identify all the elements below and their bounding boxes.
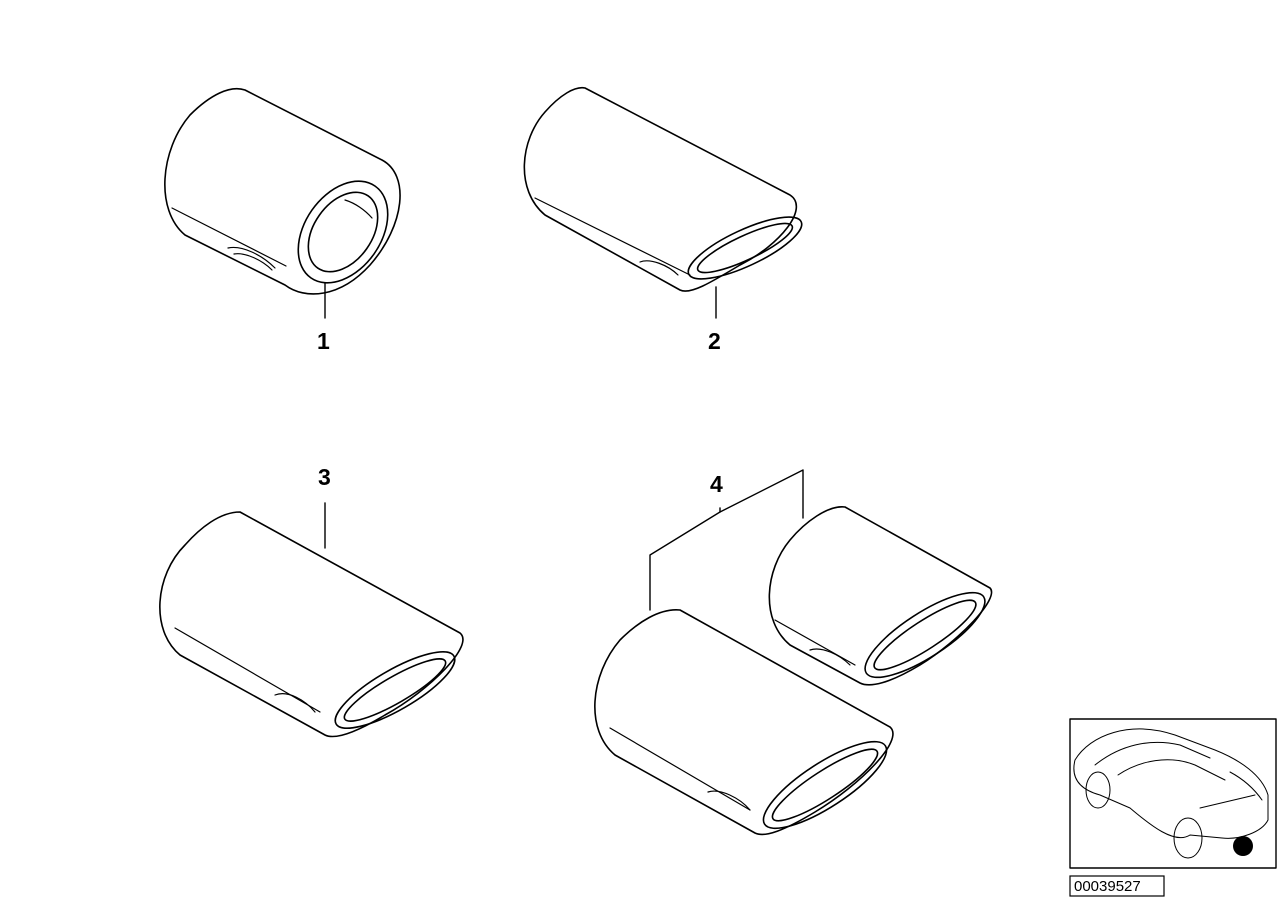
exhaust-tip-3[interactable] [159, 502, 464, 741]
exhaust-tip-4-lower[interactable] [594, 609, 898, 843]
part-number-1: 1 [317, 328, 330, 354]
exhaust-tip-4-upper[interactable] [768, 506, 995, 692]
locator-frame [1069, 718, 1277, 869]
part-number-4: 4 [710, 471, 723, 497]
part-number-3: 3 [318, 464, 331, 490]
exhaust-tip-2[interactable] [523, 86, 808, 319]
part-4-leader [649, 469, 804, 611]
exhaust-tip-1[interactable] [164, 88, 406, 319]
drawing-id-box [1069, 875, 1165, 897]
locator-dot-icon [1233, 836, 1253, 856]
part-number-2: 2 [708, 328, 721, 354]
drawing-id: 00039527 [1074, 878, 1141, 895]
